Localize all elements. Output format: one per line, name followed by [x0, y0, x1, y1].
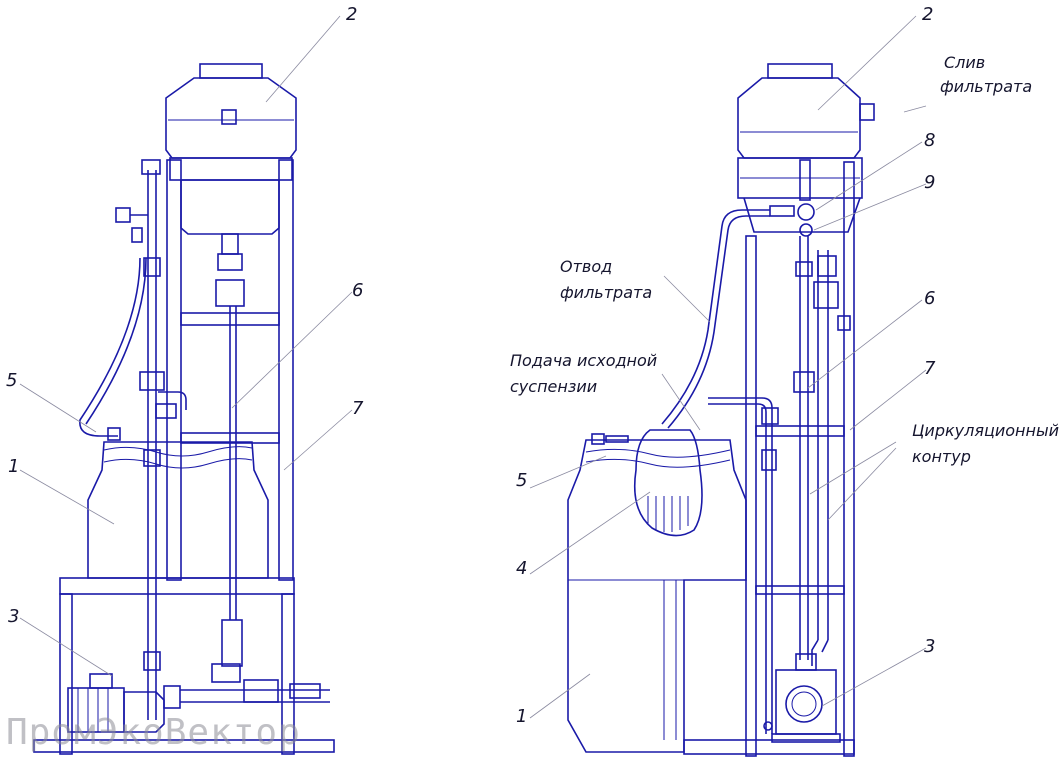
label-feed-suspension-1: Подача исходной [510, 351, 657, 370]
watermark: ПромЭкоВектор [6, 712, 301, 753]
right-circulation-pipes [793, 236, 851, 671]
left-circulation-pipe [79, 159, 187, 720]
left-callout-6: 6 [352, 280, 363, 301]
left-callouts: 2 6 7 5 1 3 [6, 4, 364, 677]
right-pump [771, 669, 841, 743]
left-callout-5: 5 [6, 370, 17, 391]
left-tank [87, 441, 269, 579]
left-pump [67, 619, 330, 733]
right-view: 2 8 9 6 7 5 4 3 1 Слив фильтрата Отвод ф… [510, 4, 1059, 757]
right-callout-3: 3 [924, 636, 935, 657]
left-filter-vessel [165, 63, 297, 181]
left-callout-2: 2 [346, 4, 357, 25]
right-tank [567, 433, 747, 753]
right-callout-2: 2 [922, 4, 933, 25]
label-drain-filtrate-2: фильтрата [940, 77, 1032, 96]
label-outlet-filtrate-1: Отвод [560, 257, 612, 276]
left-filter-outlet-valve [215, 233, 245, 620]
right-callout-6: 6 [924, 288, 935, 309]
right-callout-4: 4 [516, 558, 527, 579]
label-feed-suspension-2: суспензии [510, 377, 597, 396]
right-frame [683, 161, 855, 757]
left-callout-1: 1 [8, 456, 19, 477]
label-circulation-1: Циркуляционный [912, 421, 1059, 440]
right-callout-5: 5 [516, 470, 527, 491]
left-callout-3: 3 [8, 606, 19, 627]
right-pressure-gauges [769, 159, 815, 237]
left-view: 2 6 7 5 1 3 [6, 4, 364, 755]
right-callout-7: 7 [924, 358, 936, 379]
left-frame [33, 159, 335, 755]
left-callout-7: 7 [352, 398, 364, 419]
right-callouts: 2 8 9 6 7 5 4 3 1 [516, 4, 936, 727]
label-drain-filtrate-1: Слив [944, 53, 985, 72]
right-filter-bag [633, 429, 703, 537]
label-outlet-filtrate-2: фильтрата [560, 283, 652, 302]
right-feed-pipe [661, 209, 779, 734]
right-callout-1: 1 [516, 706, 527, 727]
label-circulation-2: контур [912, 447, 971, 466]
right-callout-8: 8 [924, 130, 935, 151]
right-annotations: Слив фильтрата Отвод фильтрата Подача ис… [510, 53, 1059, 466]
right-callout-9: 9 [924, 172, 935, 193]
